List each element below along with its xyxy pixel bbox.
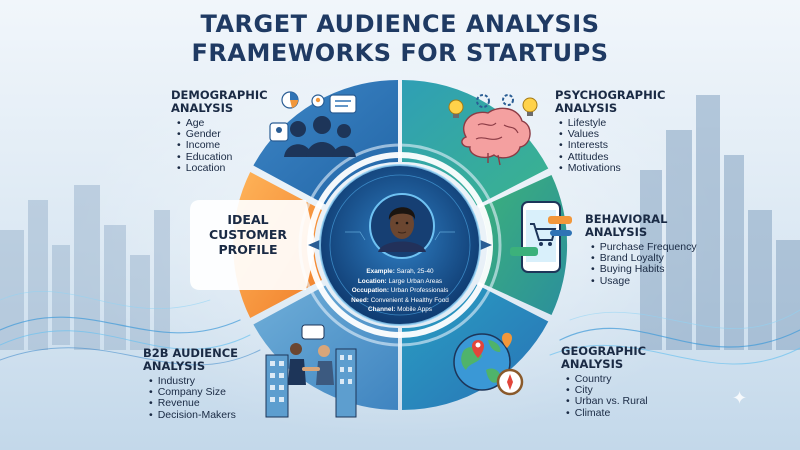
psychographic-list: Lifestyle Values Interests Attitudes Mot… (559, 117, 621, 174)
persona-value: Convenient & Healthy Food (370, 296, 449, 304)
list-item: Urban vs. Rural (566, 396, 648, 407)
psychographic-heading: PSYCHOGRAPHIC ANALYSIS (555, 89, 665, 115)
ideal-profile-panel (190, 200, 316, 290)
persona-key: Example: (366, 268, 395, 275)
list-item: Education (177, 151, 233, 163)
persona-key: Channel: (368, 306, 396, 313)
people-icon (269, 91, 357, 157)
behavioral-heading: BEHAVIORAL ANALYSIS (585, 213, 667, 239)
geographic-list: Country City Urban vs. Rural Climate (566, 373, 648, 419)
persona-line: Occupation: Urban Professionals (332, 286, 468, 296)
list-item: Income (177, 140, 232, 151)
brain-icon (448, 94, 538, 166)
persona-line: Location: Large Urban Areas (332, 277, 468, 287)
persona-value: Sarah, 25-40 (396, 268, 434, 275)
behavioral-heading-line-1: BEHAVIORAL (585, 212, 668, 226)
psychographic-heading-line-1: PSYCHOGRAPHIC (555, 88, 666, 102)
list-item: Country (566, 373, 648, 385)
list-item: Usage (591, 275, 697, 287)
phone-cart-icon (510, 201, 572, 273)
persona-value: Urban Professionals (390, 287, 449, 294)
page-title-line-1: TARGET AUDIENCE ANALYSIS (200, 10, 600, 38)
persona-details: Example: Sarah, 25-40 Location: Large Ur… (332, 267, 468, 315)
city-skyline-right (640, 95, 800, 350)
persona-value: Large Urban Areas (388, 277, 443, 285)
b2b-heading-line-2: ANALYSIS (143, 359, 206, 373)
b2b-list: Industry Company Size Revenue Decision-M… (149, 375, 236, 421)
behavioral-list: Purchase Frequency Brand Loyalty Buying … (591, 241, 697, 287)
demographic-heading-line-2: ANALYSIS (171, 101, 234, 115)
list-item: Decision-Makers (149, 409, 236, 421)
ideal-label-line-3: PROFILE (218, 242, 278, 257)
persona-avatar (369, 193, 435, 259)
list-item: Buying Habits (591, 264, 697, 275)
list-item: Attitudes (559, 151, 621, 163)
persona-key: Need: (351, 296, 369, 304)
list-item: Purchase Frequency (591, 241, 697, 253)
sparkle-icon: ✦ (732, 388, 748, 409)
persona-line: Example: Sarah, 25-40 (332, 267, 468, 277)
list-item: Gender (177, 128, 232, 140)
list-item: Industry (149, 375, 236, 387)
ideal-customer-profile-label: IDEAL CUSTOMER PROFILE (208, 212, 288, 257)
segment-demographic (253, 80, 398, 205)
list-item: Interests (559, 140, 621, 151)
city-skyline-left (0, 185, 170, 350)
persona-line: Need: Convenient & Healthy Food (332, 296, 468, 306)
behavioral-heading-line-2: ANALYSIS (585, 225, 648, 239)
geographic-heading: GEOGRAPHIC ANALYSIS (561, 345, 646, 371)
ideal-label-line-1: IDEAL (227, 212, 269, 227)
data-waves (0, 291, 800, 366)
b2b-heading: B2B AUDIENCE ANALYSIS (143, 347, 238, 373)
list-item: Revenue (149, 398, 236, 409)
handshake-icon (265, 324, 357, 418)
b2b-heading-line-1: B2B AUDIENCE (143, 346, 239, 360)
ideal-label-line-2: CUSTOMER (208, 227, 288, 242)
list-item: Location (177, 162, 232, 174)
list-item: Company Size (149, 386, 236, 398)
persona-key: Occupation: (351, 287, 389, 294)
page-title-line-2: FRAMEWORKS FOR STARTUPS (191, 39, 609, 67)
list-item: Values (559, 128, 621, 140)
list-item: Brand Loyalty (591, 252, 697, 264)
list-item: City (566, 384, 648, 396)
list-item: Motivations (559, 162, 621, 174)
persona-key: Location: (357, 277, 387, 285)
geographic-heading-line-1: GEOGRAPHIC (561, 344, 647, 358)
globe-pin-icon (453, 332, 524, 396)
demographic-heading: DEMOGRAPHIC ANALYSIS (171, 89, 268, 115)
list-item: Climate (566, 407, 648, 419)
demographic-list: Age Gender Income Education Location (177, 117, 233, 174)
persona-line: Channel: Mobile Apps (332, 305, 468, 315)
geographic-heading-line-2: ANALYSIS (561, 357, 624, 371)
demographic-heading-line-1: DEMOGRAPHIC (171, 88, 268, 102)
persona-value: Mobile Apps (397, 306, 432, 313)
psychographic-heading-line-2: ANALYSIS (555, 101, 618, 115)
list-item: Age (177, 117, 232, 129)
list-item: Lifestyle (559, 117, 621, 129)
